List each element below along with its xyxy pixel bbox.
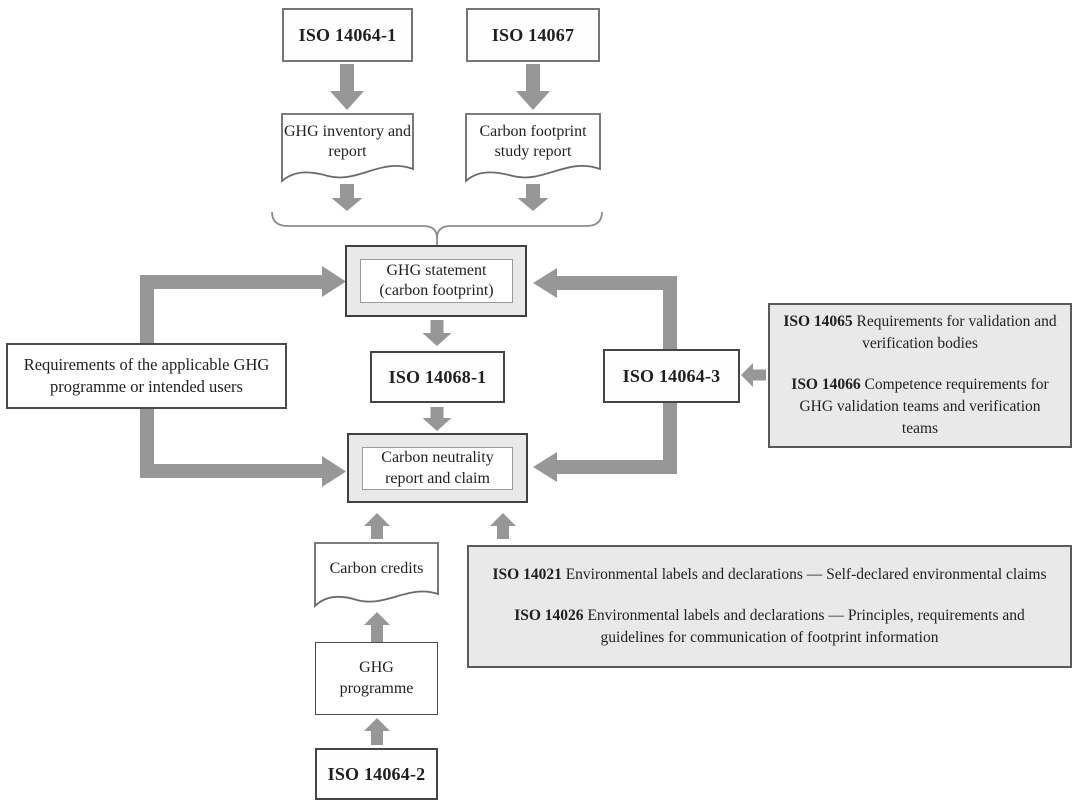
panel-validation-item-14065: ISO 14065 Requirements for validation an… <box>780 311 1060 355</box>
arrow-iso14067-down <box>516 64 550 110</box>
iso-14066-text: Competence requirements for GHG validati… <box>799 376 1049 437</box>
arrow-iso14064-2-to-programme <box>364 718 390 745</box>
panel-environmental-labels: ISO 14021 Environmental labels and decla… <box>467 545 1072 668</box>
node-iso-14064-1-label: ISO 14064-1 <box>298 24 397 45</box>
arrow-iso14068-to-neutrality <box>422 407 452 431</box>
panel-labels-item-14021: ISO 14021 Environmental labels and decla… <box>483 564 1056 586</box>
elbow-requirements-to-statement <box>140 266 346 344</box>
iso-14066-code: ISO 14066 <box>791 376 861 393</box>
node-carbon-footprint-doc: Carbon footprint study report <box>466 118 600 166</box>
node-iso-14064-1: ISO 14064-1 <box>282 8 413 62</box>
node-carbon-credits-doc: Carbon credits <box>315 550 438 588</box>
carbon-credits-doc-label: Carbon credits <box>329 559 424 577</box>
iso-14026-code: ISO 14026 <box>514 607 584 624</box>
iso-14065-code: ISO 14065 <box>783 313 853 330</box>
arrow-inventory-to-brace <box>331 184 363 211</box>
arrow-statement-to-iso14068 <box>422 320 452 346</box>
node-iso-14064-2: ISO 14064-2 <box>315 748 438 800</box>
panel-validation-item-14066: ISO 14066 Competence requirements for GH… <box>780 374 1060 440</box>
node-iso-14068-1: ISO 14068-1 <box>370 351 505 403</box>
carbon-footprint-doc-label: Carbon footprint study report <box>479 122 587 160</box>
node-requirements: Requirements of the applicable GHG progr… <box>6 343 287 409</box>
iso-14026-text: Environmental labels and declarations — … <box>583 607 1025 646</box>
ghg-inventory-doc-shape <box>281 113 414 183</box>
node-iso-14067-label: ISO 14067 <box>491 24 575 45</box>
iso-14021-text: Environmental labels and declarations — … <box>561 566 1047 583</box>
node-ghg-inventory-doc: GHG inventory and report <box>282 118 413 166</box>
ghg-statement-label: GHG statement (carbon footprint) <box>379 261 494 299</box>
elbow-iso14064-3-to-neutrality <box>533 403 677 482</box>
requirements-label: Requirements of the applicable GHG progr… <box>23 355 270 396</box>
arrow-credits-to-neutrality <box>364 513 390 539</box>
node-iso-14064-3: ISO 14064-3 <box>603 349 740 403</box>
elbow-requirements-to-neutrality <box>140 408 346 487</box>
node-carbon-neutrality: Carbon neutrality report and claim <box>362 447 513 490</box>
arrow-iso14064-1-down <box>330 64 364 110</box>
panel-labels-item-14026: ISO 14026 Environmental labels and decla… <box>483 605 1056 649</box>
carbon-credits-doc-shape <box>314 542 439 609</box>
arrow-programme-to-credits <box>364 612 390 643</box>
node-iso-14068-1-label: ISO 14068-1 <box>388 366 487 387</box>
ghg-inventory-doc-label: GHG inventory and report <box>283 122 412 160</box>
iso-14065-text: Requirements for validation and verifica… <box>852 313 1057 352</box>
arrow-footprint-to-brace <box>517 184 549 211</box>
node-ghg-programme: GHG programme <box>315 642 438 715</box>
panel-validation-verification: ISO 14065 Requirements for validation an… <box>768 303 1072 448</box>
node-iso-14067: ISO 14067 <box>466 8 600 62</box>
merge-brace <box>271 211 603 239</box>
ghg-programme-label: GHG programme <box>339 659 414 697</box>
node-ghg-statement: GHG statement (carbon footprint) <box>360 259 513 303</box>
carbon-footprint-doc-shape <box>465 113 601 184</box>
arrow-labels-panel-to-neutrality <box>490 513 516 539</box>
node-iso-14064-3-label: ISO 14064-3 <box>622 365 721 386</box>
elbow-iso14064-3-to-statement <box>533 268 677 349</box>
node-iso-14064-2-label: ISO 14064-2 <box>327 763 426 784</box>
carbon-neutrality-label: Carbon neutrality report and claim <box>381 449 494 487</box>
iso-14021-code: ISO 14021 <box>492 566 562 583</box>
arrow-validation-panel-to-iso14064-3 <box>741 363 766 387</box>
